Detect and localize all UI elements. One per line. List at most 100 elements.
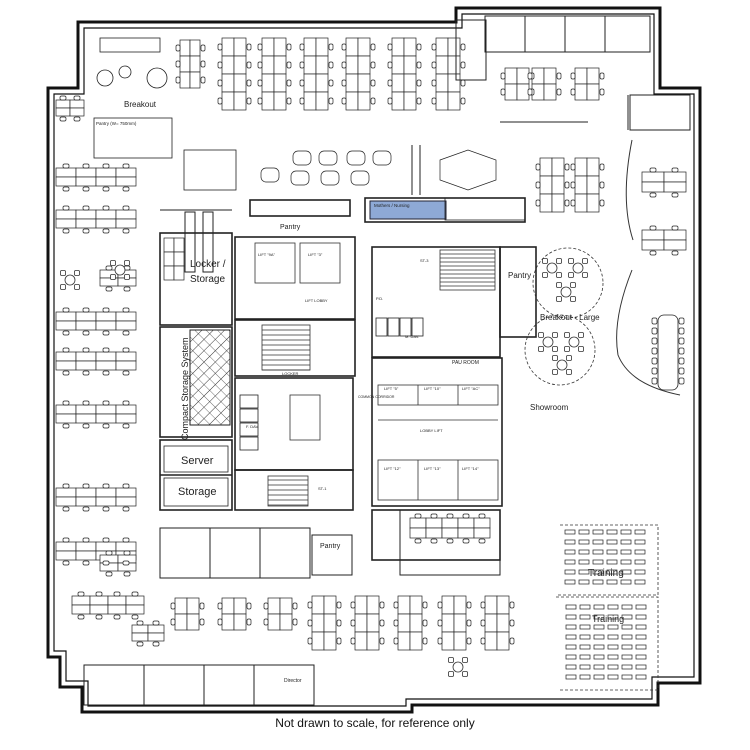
chair: [671, 250, 679, 256]
desk: [95, 360, 117, 371]
chair: [122, 560, 130, 566]
chair: [62, 537, 70, 543]
desk: [311, 595, 325, 615]
desk: [55, 176, 77, 187]
desk: [75, 209, 97, 220]
chair: [246, 43, 252, 51]
chair: [102, 347, 110, 353]
chair: [131, 614, 139, 620]
desk: [366, 631, 380, 651]
chair: [246, 79, 252, 87]
chair: [466, 637, 472, 645]
desk: [409, 595, 423, 615]
pod-desk: [292, 150, 312, 166]
chair: [416, 43, 422, 51]
desk: [279, 597, 293, 615]
training-desk: [621, 614, 633, 620]
chair: [437, 637, 443, 645]
chair: [552, 332, 558, 338]
chair: [564, 199, 570, 207]
chair: [102, 400, 110, 406]
toilet-cubicle: [239, 436, 259, 451]
round-table: [64, 274, 76, 286]
chair: [582, 258, 588, 264]
chair: [350, 637, 356, 645]
chair: [570, 88, 576, 96]
desk: [179, 39, 191, 57]
pod-desk: [346, 150, 366, 166]
chair: [570, 163, 576, 171]
chair: [217, 61, 223, 69]
desk: [55, 311, 77, 322]
chair: [102, 163, 110, 169]
training-label-1: Training: [588, 568, 624, 579]
desk: [55, 413, 77, 424]
chair: [263, 618, 269, 626]
chair: [393, 637, 399, 645]
desk: [125, 604, 145, 615]
chair: [678, 347, 685, 355]
desk: [323, 613, 337, 633]
desk: [95, 541, 117, 552]
pod-desk: [320, 170, 340, 186]
desk: [425, 517, 443, 529]
chair: [102, 506, 110, 512]
desk: [115, 218, 137, 229]
training-desk: [564, 549, 576, 555]
desk: [55, 360, 77, 371]
desk: [496, 613, 510, 633]
conference-table: [657, 314, 679, 391]
desk: [55, 487, 77, 498]
chair: [341, 97, 347, 105]
desk: [95, 176, 117, 187]
pod-desk: [318, 150, 338, 166]
desk: [95, 167, 117, 178]
desk: [75, 550, 97, 561]
chair: [102, 560, 110, 566]
desk: [115, 496, 137, 507]
chair: [217, 79, 223, 87]
chair: [82, 400, 90, 406]
chair: [678, 357, 685, 365]
desk: [543, 67, 557, 85]
chair: [671, 192, 679, 198]
chair: [95, 591, 103, 597]
desk: [75, 320, 97, 331]
desk: [496, 595, 510, 615]
desk: [233, 597, 247, 615]
chair: [105, 571, 113, 577]
chair: [82, 423, 90, 429]
chair: [82, 205, 90, 211]
lift-14-label: LIFT "14": [462, 466, 479, 471]
training-desk: [592, 549, 604, 555]
desk: [441, 527, 459, 539]
pod-desk: [372, 150, 392, 166]
desk: [125, 595, 145, 606]
training-desk: [592, 569, 604, 575]
desk: [55, 209, 77, 220]
misc-partitions: [160, 94, 691, 273]
chair: [678, 337, 685, 345]
chair: [599, 88, 605, 96]
chair: [123, 286, 131, 292]
desk: [473, 517, 491, 529]
training-label-2: Training: [592, 614, 624, 624]
chair: [649, 250, 657, 256]
pantry-top-left: [93, 37, 237, 191]
chair: [341, 43, 347, 51]
training-rooms: [556, 524, 659, 691]
building-outline: [46, 6, 702, 714]
training-desk: [620, 539, 632, 545]
desk: [69, 107, 85, 117]
chair: [564, 181, 570, 189]
desk: [115, 487, 137, 498]
showroom-label: Showroom: [530, 403, 569, 412]
chair: [62, 370, 70, 376]
desk: [95, 311, 117, 322]
desk: [173, 251, 185, 267]
training-desk: [607, 604, 619, 610]
chair: [82, 537, 90, 543]
training-desk: [620, 549, 632, 555]
chair: [570, 199, 576, 207]
chair: [509, 619, 515, 627]
